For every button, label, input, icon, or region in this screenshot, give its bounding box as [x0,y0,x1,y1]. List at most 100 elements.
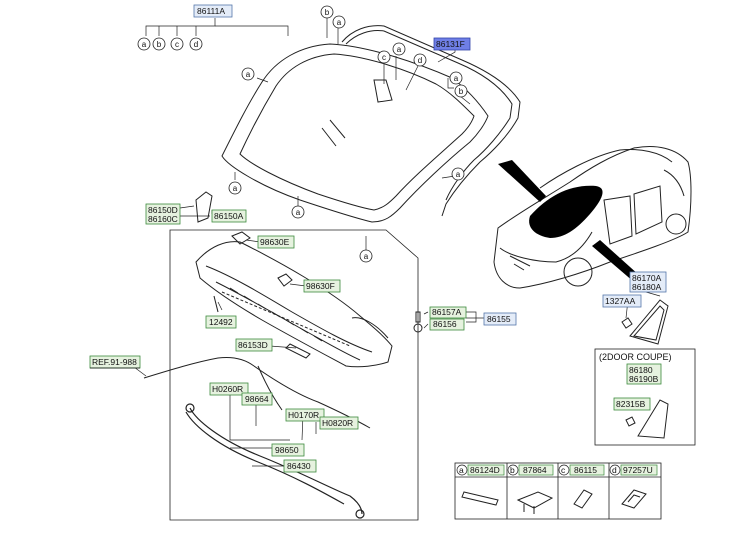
svg-text:H0820R: H0820R [322,418,353,428]
washer-hose [143,357,371,429]
cowl-weatherstrip [185,403,365,519]
part-label-H0260R[interactable]: H0260R [209,382,249,396]
part-label-86131F[interactable]: 86131F [433,37,471,51]
legend-cell-b: b 87864 [507,464,554,514]
svg-text:86180A: 86180A [632,282,662,292]
svg-text:b: b [510,465,515,475]
sedan-windshield-highlight [529,185,603,238]
svg-text:86115: 86115 [574,465,597,475]
quarter-glass-pointer [592,240,640,282]
callout-a-8 [359,249,373,263]
callout-letter: c [382,53,386,62]
svg-text:98630E: 98630E [260,237,290,247]
svg-text:86190B: 86190B [629,374,659,384]
svg-text:86157A: 86157A [432,307,462,317]
svg-text:86170A: 86170A [632,273,662,283]
callout-letter: a [296,208,301,217]
callout-a-5 [449,71,463,85]
legend-cell-c: c 86115 [558,464,605,509]
svg-text:86150A: 86150A [214,211,244,221]
part-label-86180-86190B[interactable]: 86180 86190B [626,363,662,385]
callout-letter: a [142,40,147,49]
callout-letter: b [325,8,330,17]
callout-letters: a b c d b a a a c d a b a a a a [142,8,464,261]
leader-lines [129,18,661,467]
part-label-86170A-86180A[interactable]: 86170A 86180A [629,271,667,293]
legend-table: a 86124D b 87864 c 86115 d 97257U [454,462,662,520]
svg-text:86131F: 86131F [436,39,465,49]
part-label-86430[interactable]: 86430 [283,459,317,473]
svg-text:1327AA: 1327AA [605,296,636,306]
mirror-bracket-icon [621,489,647,509]
callout-letter: b [157,40,162,49]
coupe-quarter-glass [637,399,669,439]
quarter-glass [621,299,669,345]
callout-letter: a [456,170,461,179]
callout-a-6 [228,181,242,195]
callout-letter: a [337,18,342,27]
part-label-86153D[interactable]: 86153D [235,338,273,352]
svg-text:98664: 98664 [245,394,269,404]
svg-text:86160C: 86160C [148,214,178,224]
callout-letter: d [194,40,198,49]
callout-letter: c [175,40,179,49]
svg-text:86156: 86156 [433,319,457,329]
part-label-86111A[interactable]: 86111A [193,4,233,18]
callout-b-2 [320,5,334,19]
cowl-assembly-box [169,229,419,521]
sedan-illustration [493,146,692,289]
windshield-pointer [498,160,546,202]
part-label-98630E[interactable]: 98630E [257,235,295,249]
callout-a-2 [332,15,346,29]
part-label-86156[interactable]: 86156 [429,318,465,331]
spacer-block-icon [573,489,593,509]
part-label-86150D-86160C[interactable]: 86150D 86160C [145,203,181,225]
callout-c-2 [377,50,391,64]
part-label-H0170R[interactable]: H0170R [285,408,325,422]
svg-text:86430: 86430 [287,461,311,471]
callout-b-3 [454,84,468,98]
cowl-panel [195,241,393,368]
svg-text:REF.91-988: REF.91-988 [92,357,137,367]
callout-circles [137,5,468,263]
part-label-1327AA[interactable]: 1327AA [602,294,642,308]
callout-letter: a [364,252,369,261]
svg-text:86111A: 86111A [197,6,225,16]
svg-text:c: c [561,465,566,475]
callout-a-9 [451,167,465,181]
coupe-clip [625,416,636,427]
part-label-98650[interactable]: 98650 [271,443,305,457]
svg-text:86155: 86155 [487,314,511,324]
callout-a-4 [392,42,406,56]
svg-text:86150D: 86150D [148,205,178,215]
part-label-86155[interactable]: 86155 [483,312,517,326]
cowl-small-parts [195,191,423,333]
part-label-ref-91-988[interactable]: REF.91-988 [89,355,141,369]
svg-text:86124D: 86124D [470,465,500,475]
callout-letter: a [397,45,402,54]
callout-letter: d [418,56,422,65]
callout-d-2 [413,53,427,67]
callout-d-1 [189,37,203,51]
part-label-H0820R[interactable]: H0820R [319,416,359,430]
part-label-82315B[interactable]: 82315B [613,397,651,411]
svg-text:d: d [612,465,617,475]
part-label-12492[interactable]: 12492 [205,315,237,329]
retainer-clip-icon [516,491,554,514]
part-label-98630F[interactable]: 98630F [303,279,341,293]
windshield-moulding [341,25,521,217]
svg-text:86180: 86180 [629,365,653,375]
svg-text:87864: 87864 [523,465,547,475]
svg-text:H0260R: H0260R [212,384,243,394]
callout-a-3 [241,67,255,81]
part-label-86157A[interactable]: 86157A [429,306,467,319]
part-label-86150A[interactable]: 86150A [211,209,247,223]
part-label-98664[interactable]: 98664 [241,392,273,406]
callout-a-7 [291,205,305,219]
callout-b-1 [152,37,166,51]
callout-letter: b [459,87,464,96]
callout-letter: a [454,74,459,83]
svg-text:a: a [459,465,464,475]
